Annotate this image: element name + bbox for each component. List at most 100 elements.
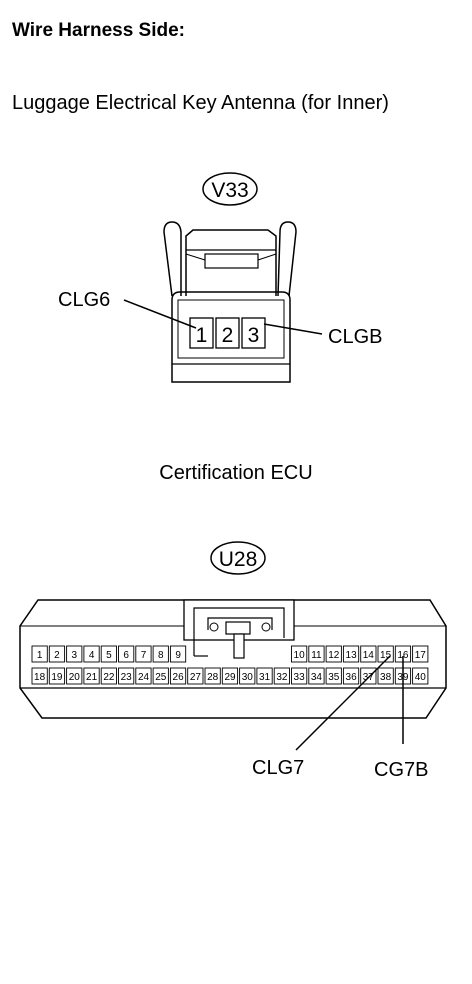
u28-pin-15-label: 15 — [380, 650, 392, 661]
u28-connector-caption: Certification ECU — [159, 462, 313, 484]
u28-leader-label-clg7: CLG7 — [252, 757, 304, 779]
u28-pin-8 — [152, 645, 169, 663]
v33-left-latch — [163, 221, 182, 297]
u28-pin-1 — [31, 645, 48, 663]
v33-leader-label-clg6: CLG6 — [58, 289, 110, 311]
u28-pin-22 — [100, 667, 117, 685]
u28-pin-29 — [221, 667, 239, 685]
u28-leader-clg7 — [295, 655, 391, 751]
u28-pin-37 — [360, 667, 377, 685]
u28-pin-31-label: 31 — [259, 672, 271, 683]
u28-pin-11 — [308, 645, 325, 663]
u28-pin-40-label: 40 — [415, 672, 427, 683]
u28-pin-7-label: 7 — [141, 650, 147, 661]
u28-pin-28 — [204, 667, 221, 685]
u28-pin-35-label: 35 — [328, 672, 340, 683]
u28-pin-6 — [118, 645, 135, 663]
v33-pin-3-label: 3 — [248, 324, 260, 347]
u28-pin-13 — [342, 645, 360, 663]
u28-pin-13-label: 13 — [346, 650, 358, 661]
u28-pin-row-bottom: 1819202122232425262728293031323334353637… — [31, 667, 429, 685]
u28-pin-22-label: 22 — [103, 672, 115, 683]
u28-pin-11-label: 11 — [311, 650, 322, 661]
u28-pin-1-label: 1 — [37, 650, 43, 661]
u28-pin-34-label: 34 — [311, 672, 323, 683]
u28-pin-24 — [135, 667, 152, 685]
v33-pin-2-label: 2 — [222, 324, 234, 347]
u28-pin-31 — [256, 667, 273, 685]
u28-pin-24-label: 24 — [138, 672, 150, 683]
v33-lock-hood — [185, 229, 277, 296]
v33-pin-2 — [215, 317, 240, 349]
u28-pin-18 — [31, 667, 48, 685]
u28-pin-21-label: 21 — [86, 672, 98, 683]
u28-pin-6-label: 6 — [123, 650, 129, 661]
u28-pin-14 — [360, 645, 377, 663]
u28-pin-40 — [412, 667, 429, 685]
u28-pin-36-label: 36 — [346, 672, 358, 683]
u28-pin-33 — [291, 667, 308, 685]
u28-pin-8-label: 8 — [158, 650, 164, 661]
v33-leader-clgb — [263, 323, 323, 335]
u28-pin-17-label: 17 — [415, 650, 427, 661]
u28-pin-23 — [118, 667, 135, 685]
u28-pin-20 — [66, 667, 83, 685]
u28-pin-12-label: 12 — [328, 650, 340, 661]
u28-pin-27 — [187, 667, 204, 685]
u28-pin-4 — [83, 645, 100, 663]
u28-pin-26-label: 26 — [173, 672, 185, 683]
v33-id-badge — [202, 172, 258, 206]
v33-leader-label-clgb: CLGB — [328, 326, 382, 348]
v33-pin-1 — [189, 317, 214, 349]
u28-id-badge — [210, 541, 266, 575]
u28-pin-29-label: 29 — [224, 672, 236, 683]
u28-pin-20-label: 20 — [69, 672, 81, 683]
u28-pin-2 — [48, 645, 66, 663]
v33-body — [171, 291, 291, 383]
u28-pin-12 — [325, 645, 342, 663]
v33-connector: V33 1 2 3 CLG6 CLGB — [58, 172, 382, 383]
u28-pin-30 — [239, 667, 256, 685]
u28-pin-17 — [412, 645, 429, 663]
u28-pin-26 — [169, 667, 187, 685]
u28-pin-5 — [100, 645, 117, 663]
u28-id-label: U28 — [219, 548, 258, 571]
u28-pin-3 — [66, 645, 83, 663]
u28-pin-35 — [325, 667, 342, 685]
u28-pin-34 — [308, 667, 325, 685]
u28-pin-16-label: 16 — [397, 650, 409, 661]
u28-pin-3-label: 3 — [72, 650, 78, 661]
v33-leader-clg6 — [123, 299, 197, 329]
u28-pin-30-label: 30 — [242, 672, 254, 683]
u28-pin-19 — [48, 667, 66, 685]
u28-pin-27-label: 27 — [190, 672, 202, 683]
u28-pin-25-label: 25 — [155, 672, 167, 683]
u28-pin-4-label: 4 — [89, 650, 95, 661]
u28-leader-label-cg7b: CG7B — [374, 759, 428, 781]
u28-pin-10-label: 10 — [294, 650, 306, 661]
v33-connector-caption: Luggage Electrical Key Antenna (for Inne… — [12, 92, 389, 114]
v33-lock-tab — [204, 253, 259, 269]
u28-pin-38 — [377, 667, 394, 685]
v33-id-label: V33 — [211, 179, 248, 202]
u28-pin-9 — [169, 645, 187, 663]
u28-pin-2-label: 2 — [54, 650, 60, 661]
u28-pin-32 — [273, 667, 290, 685]
u28-pin-33-label: 33 — [294, 672, 306, 683]
u28-pin-21 — [83, 667, 100, 685]
u28-pin-5-label: 5 — [106, 650, 112, 661]
u28-pin-25 — [152, 667, 169, 685]
v33-pin-3 — [241, 317, 266, 349]
u28-pin-23-label: 23 — [121, 672, 133, 683]
u28-pin-9-label: 9 — [175, 650, 181, 661]
u28-pin-7 — [135, 645, 152, 663]
u28-pin-14-label: 14 — [363, 650, 375, 661]
v33-right-latch — [277, 221, 297, 297]
v33-pin-1-label: 1 — [196, 324, 208, 347]
u28-pin-18-label: 18 — [34, 672, 46, 683]
u28-pin-38-label: 38 — [380, 672, 392, 683]
u28-pin-19-label: 19 — [51, 672, 63, 683]
